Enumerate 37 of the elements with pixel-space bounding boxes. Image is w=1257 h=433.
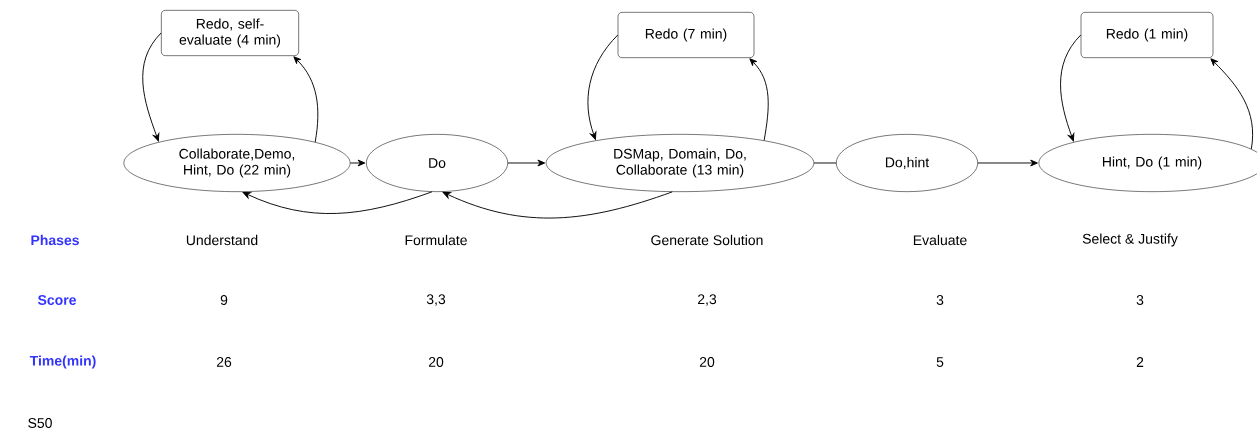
row-header: Phases (31, 234, 79, 246)
arrow (349, 159, 366, 167)
table-text: Evaluate (913, 234, 967, 246)
arrow (749, 58, 769, 141)
table-text: S50 (28, 418, 52, 428)
ellipse-node: DSMap, Domain, Do, Collaborate (13 min) (545, 134, 815, 192)
table-text: Generate Solution (651, 234, 763, 246)
table-text: 2 (1136, 357, 1144, 367)
table-text: 3 (1136, 295, 1144, 305)
arrow (442, 191, 673, 219)
rounded-box: Redo (7 min) (617, 12, 755, 58)
table-text: 26 (216, 357, 232, 367)
table-text: 20 (428, 357, 444, 367)
rounded-box: Redo, self-evaluate (4 min) (161, 10, 299, 56)
row-header: Time(min) (29, 355, 96, 369)
ellipse-node: Do,hint (836, 134, 978, 192)
table-text: 3,3 (426, 294, 446, 306)
ellipse-node: Collaborate,Demo, Hint, Do (22 min) (123, 134, 351, 192)
arrow (1060, 34, 1082, 142)
row-header: Score (37, 295, 76, 305)
table-text: Understand (186, 234, 258, 246)
table-text: Select & Justify (1082, 233, 1178, 247)
table-text: 20 (699, 357, 715, 367)
arrow (142, 32, 162, 142)
arrow (293, 56, 319, 143)
table-text: Formulate (405, 234, 467, 246)
table-text: 2,3 (698, 294, 717, 306)
ellipse-node: Do (366, 134, 508, 192)
arrow (977, 159, 1038, 167)
arrow (587, 34, 619, 140)
arrow (1210, 58, 1254, 150)
table-text: 9 (220, 295, 228, 305)
rounded-box: Redo (1 min) (1080, 12, 1214, 58)
table-text: 3 (936, 295, 944, 305)
table-text: 5 (936, 357, 944, 367)
arrow (242, 191, 433, 214)
arrow (507, 159, 546, 167)
